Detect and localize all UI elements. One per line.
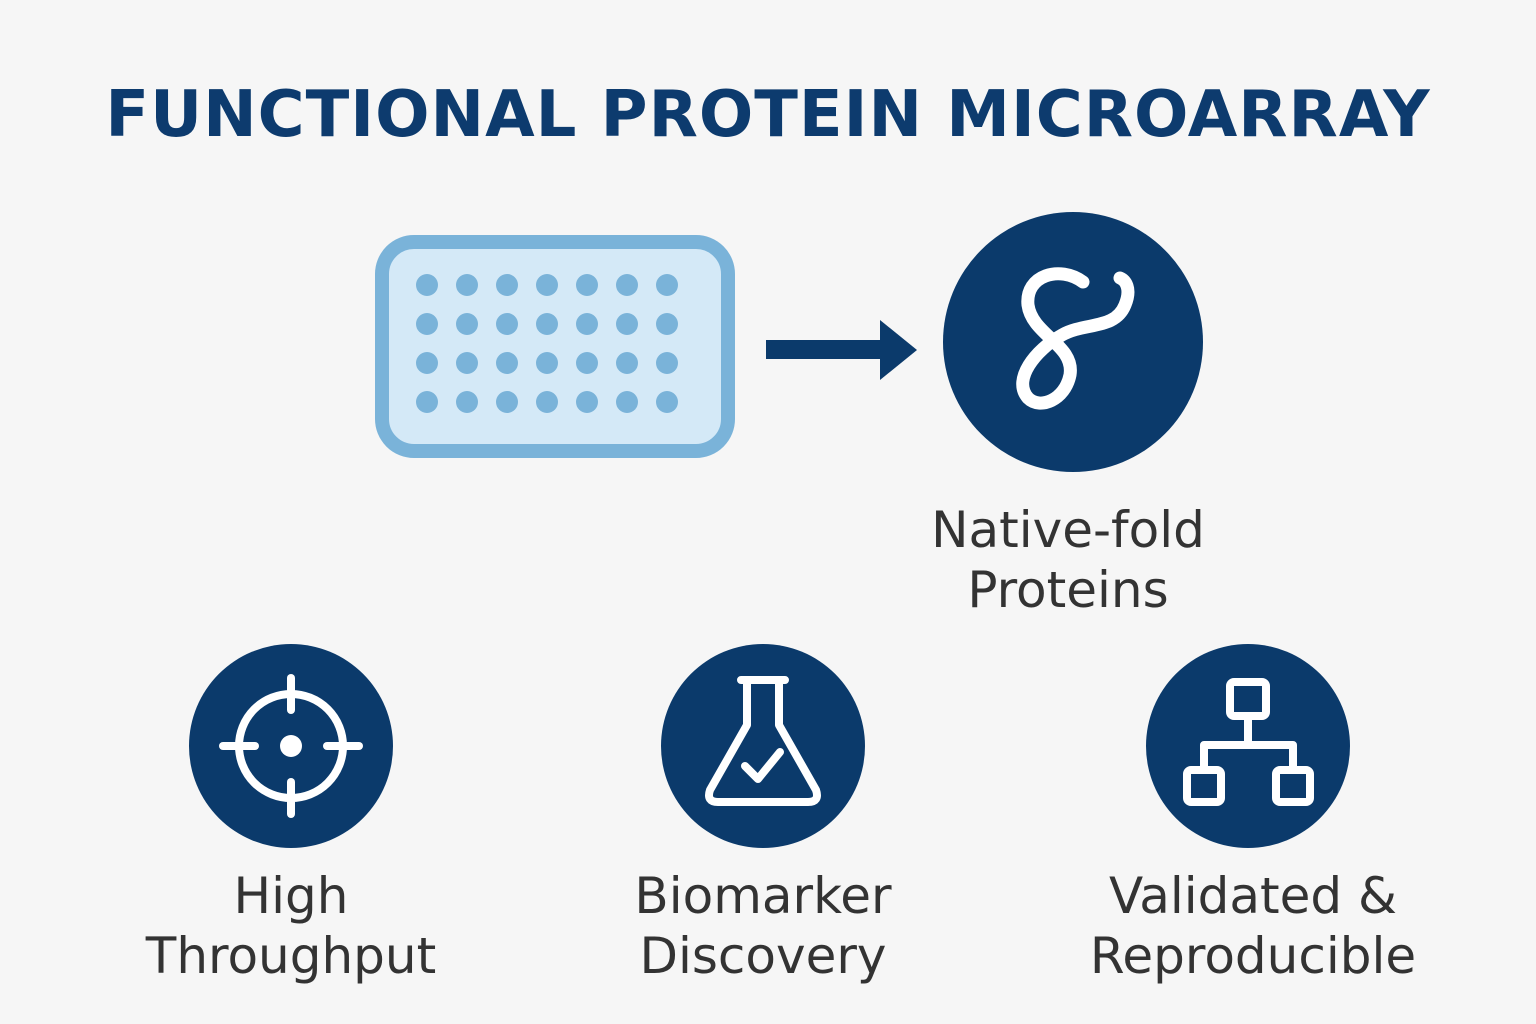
feature-line2: Discovery xyxy=(639,927,887,985)
native-fold-line2: Proteins xyxy=(967,561,1169,619)
array-spot xyxy=(416,352,438,374)
array-spot xyxy=(576,274,598,296)
array-spot xyxy=(576,313,598,335)
native-fold-line1: Native-fold xyxy=(931,501,1205,559)
array-spot xyxy=(656,313,678,335)
array-spot xyxy=(456,391,478,413)
page-title: FUNCTIONAL PROTEIN MICROARRAY xyxy=(105,78,1431,152)
feature-high-throughput-label: High Throughput xyxy=(141,866,441,986)
feature-validated-reproducible-label: Validated & Reproducible xyxy=(1078,866,1428,986)
feature-line2: Reproducible xyxy=(1089,927,1417,985)
array-spot xyxy=(616,313,638,335)
array-spot xyxy=(656,352,678,374)
array-spot xyxy=(576,391,598,413)
array-spot xyxy=(456,274,478,296)
hierarchy-network-icon xyxy=(1146,644,1350,848)
array-spot xyxy=(616,391,638,413)
native-fold-label: Native-fold Proteins xyxy=(918,500,1218,620)
array-spot xyxy=(536,313,558,335)
array-spot xyxy=(496,352,518,374)
flask-check-icon xyxy=(661,644,865,848)
protein-fold-icon xyxy=(943,212,1203,472)
array-spot xyxy=(536,391,558,413)
array-spot xyxy=(536,274,558,296)
feature-biomarker-discovery-label: Biomarker Discovery xyxy=(613,866,913,986)
array-spot xyxy=(496,313,518,335)
array-spot xyxy=(616,352,638,374)
array-spot xyxy=(616,274,638,296)
array-spot xyxy=(416,274,438,296)
array-spot xyxy=(576,352,598,374)
array-spot xyxy=(536,352,558,374)
spot-grid xyxy=(416,274,678,413)
feature-line1: High xyxy=(233,867,349,925)
array-spot xyxy=(416,313,438,335)
arrow-icon xyxy=(766,320,917,380)
array-spot xyxy=(496,274,518,296)
microarray-slide xyxy=(375,235,735,458)
feature-line2: Throughput xyxy=(145,927,437,985)
array-spot xyxy=(656,274,678,296)
crosshair-target-icon xyxy=(189,644,393,848)
array-spot xyxy=(456,352,478,374)
array-spot xyxy=(416,391,438,413)
feature-line1: Validated & xyxy=(1108,867,1398,925)
array-spot xyxy=(456,313,478,335)
feature-line1: Biomarker xyxy=(634,867,892,925)
slide-body xyxy=(375,235,735,458)
array-spot xyxy=(656,391,678,413)
array-spot xyxy=(496,391,518,413)
